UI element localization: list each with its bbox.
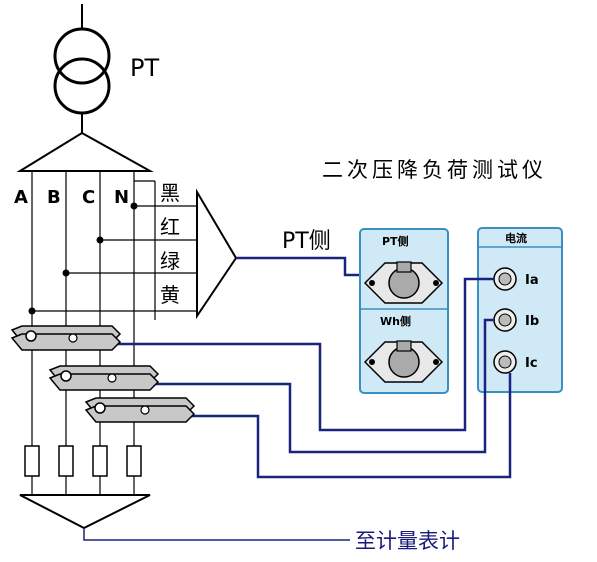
- pt-side-cable: [236, 256, 380, 277]
- port-ic-icon: [493, 350, 517, 374]
- tap-lines: [32, 180, 197, 320]
- pt-connector-triangle: [196, 188, 238, 320]
- upper-bus-triangle: [16, 131, 154, 172]
- wire-label-black: 黑: [160, 181, 180, 205]
- to-meter-label: 至计量表计: [355, 529, 460, 553]
- pt-label: PT: [130, 54, 159, 82]
- current-cables: [110, 277, 512, 479]
- port-ic-label: Ic: [525, 356, 538, 371]
- port-ib-icon: [493, 308, 517, 332]
- module-pt-title: PT侧: [382, 234, 409, 248]
- wire-label-red: 红: [160, 215, 180, 239]
- pt-socket-icon: [363, 261, 444, 304]
- pt-wh-module: PT侧 Wh侧: [359, 228, 449, 394]
- fuses: [24, 445, 142, 477]
- wire-label-green: 绿: [160, 249, 180, 273]
- clamp-b-icon: [48, 365, 160, 391]
- phase-label-n: N: [114, 187, 129, 208]
- lower-bus-triangle: [19, 494, 151, 530]
- module-wh-title: Wh侧: [380, 314, 411, 328]
- wh-socket-icon: [363, 340, 444, 383]
- pt-transformer-symbol: [53, 4, 111, 133]
- instrument-title: 二次压降负荷测试仪: [322, 158, 547, 182]
- current-panel-title: 电流: [505, 231, 527, 245]
- port-ib-label: Ib: [525, 314, 539, 329]
- current-panel: 电流 Ia Ib Ic: [477, 227, 563, 393]
- phase-label-b: B: [47, 187, 61, 208]
- tap-junction-dots: [28, 202, 138, 315]
- wire-label-yellow: 黄: [160, 283, 180, 307]
- port-ia-icon: [493, 267, 517, 291]
- port-ia-label: Ia: [525, 273, 539, 288]
- pt-side-label: PT侧: [282, 229, 331, 254]
- phase-label-c: C: [82, 187, 95, 208]
- clamp-c-icon: [84, 397, 196, 423]
- clamp-a-icon: [10, 325, 122, 351]
- to-meter-line: [83, 528, 350, 541]
- phase-label-a: A: [14, 187, 28, 208]
